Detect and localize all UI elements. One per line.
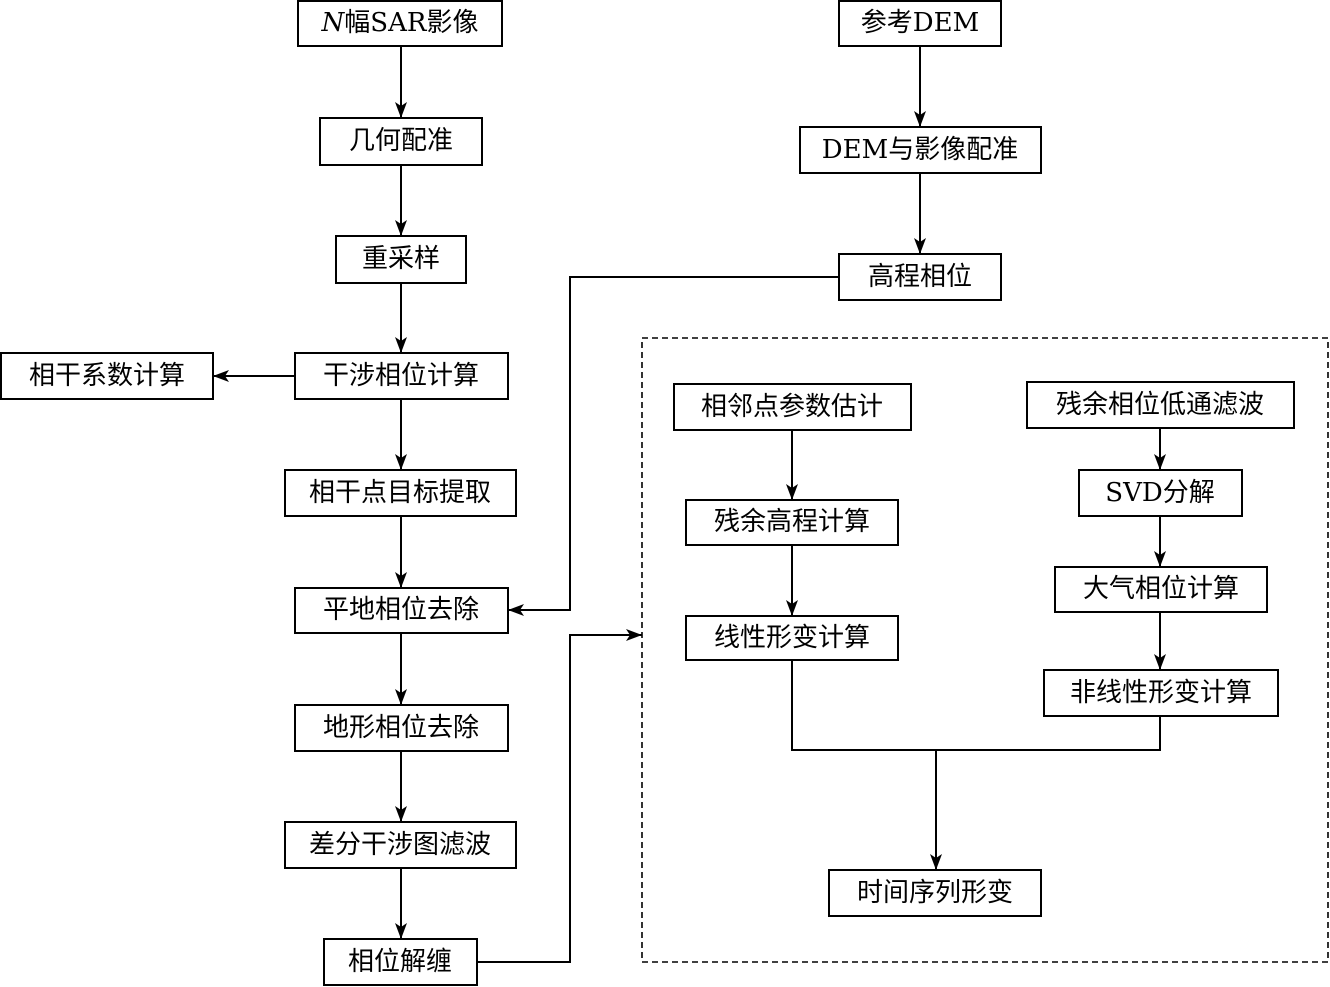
node-interferometric-phase: 干涉相位计算 <box>294 352 509 400</box>
node-neighbor-params-label: 相邻点参数估计 <box>701 392 883 422</box>
node-linear-deformation: 线性形变计算 <box>685 615 899 661</box>
node-geometric-registration: 几何配准 <box>319 117 483 166</box>
node-time-series-label: 时间序列形变 <box>857 878 1013 908</box>
node-unwrapping-label: 相位解缠 <box>348 947 452 977</box>
node-dem-registration: DEM与影像配准 <box>799 126 1042 174</box>
node-svd-label: SVD分解 <box>1105 478 1214 508</box>
node-topo-removal-label: 地形相位去除 <box>323 713 479 743</box>
node-sar-images-label: 幅SAR影像 <box>344 8 478 38</box>
node-flat-earth-removal-label: 平地相位去除 <box>323 595 479 625</box>
node-dem-registration-label: DEM与影像配准 <box>822 135 1018 165</box>
time-series-analysis-frame <box>641 337 1329 963</box>
node-coherent-points: 相干点目标提取 <box>284 469 517 517</box>
node-atmospheric-phase: 大气相位计算 <box>1054 566 1268 613</box>
node-resampling-label: 重采样 <box>362 244 440 274</box>
node-interferometric-phase-label: 干涉相位计算 <box>323 361 479 391</box>
node-sar-images-n: N <box>321 8 346 38</box>
node-elevation-phase: 高程相位 <box>838 253 1002 301</box>
node-coherent-points-label: 相干点目标提取 <box>309 478 491 508</box>
node-time-series: 时间序列形变 <box>828 869 1042 917</box>
node-diff-filter: 差分干涉图滤波 <box>284 821 517 869</box>
node-resampling: 重采样 <box>335 235 467 284</box>
node-atmospheric-phase-label: 大气相位计算 <box>1083 574 1239 604</box>
node-svd: SVD分解 <box>1078 469 1243 517</box>
node-geometric-registration-label: 几何配准 <box>349 126 453 156</box>
node-residual-height-label: 残余高程计算 <box>714 507 870 537</box>
node-nonlinear-deformation-label: 非线性形变计算 <box>1070 678 1252 708</box>
node-topo-removal: 地形相位去除 <box>294 704 509 752</box>
svg-text:N幅SAR影像: N幅SAR影像 <box>321 8 479 38</box>
node-ref-dem: 参考DEM <box>838 0 1002 47</box>
node-flat-earth-removal: 平地相位去除 <box>294 587 509 634</box>
node-neighbor-params: 相邻点参数估计 <box>673 383 912 431</box>
node-residual-lowpass-label: 残余相位低通滤波 <box>1056 390 1264 420</box>
arrow-unwrapping-to-frame <box>477 629 642 963</box>
node-residual-height: 残余高程计算 <box>685 499 899 546</box>
arrow-elevation-to-flat-earth <box>508 276 839 616</box>
node-residual-lowpass: 残余相位低通滤波 <box>1026 381 1295 429</box>
node-ref-dem-label: 参考DEM <box>861 8 979 38</box>
node-coherence-label: 相干系数计算 <box>29 361 185 391</box>
merge-linear-nonlinear <box>791 660 1161 751</box>
node-sar-images: N幅SAR影像 <box>297 0 503 47</box>
node-coherence: 相干系数计算 <box>0 352 214 400</box>
node-diff-filter-label: 差分干涉图滤波 <box>309 830 491 860</box>
node-linear-deformation-label: 线性形变计算 <box>714 623 870 653</box>
node-nonlinear-deformation: 非线性形变计算 <box>1043 669 1279 717</box>
node-elevation-phase-label: 高程相位 <box>868 262 972 292</box>
node-unwrapping: 相位解缠 <box>323 938 478 986</box>
